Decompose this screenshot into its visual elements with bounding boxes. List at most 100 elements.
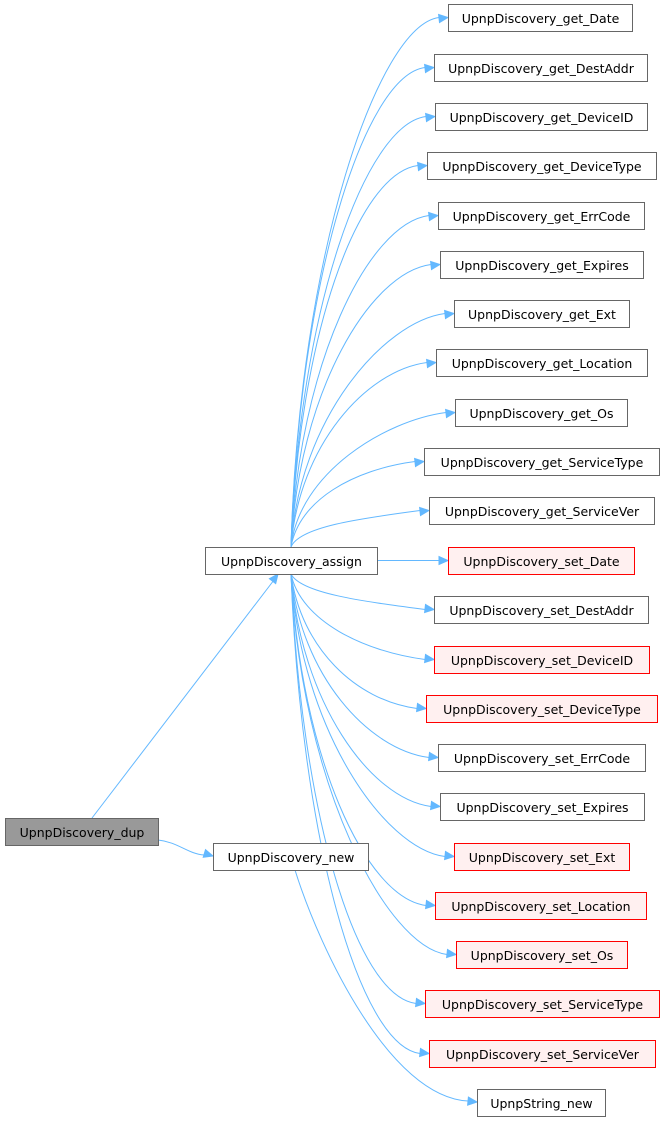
edge-assign-to-set-errcode-arrowhead [428, 751, 440, 762]
node-box [435, 892, 647, 920]
edge-assign-to-set-expires [290, 573, 432, 807]
node-get-deviceid[interactable]: UpnpDiscovery_get_DeviceID [435, 103, 648, 131]
edge-assign-to-set-destaddr-arrowhead [424, 603, 436, 614]
edge-assign-to-get-date-arrowhead [438, 13, 450, 24]
edge-assign-to-set-ext [290, 573, 446, 857]
node-assign[interactable]: UpnpDiscovery_assign [205, 547, 378, 575]
edge-assign-to-get-devicetype [290, 165, 419, 548]
node-set-expires[interactable]: UpnpDiscovery_set_Expires [440, 793, 645, 821]
node-label: UpnpDiscovery_get_ErrCode [453, 209, 631, 224]
edge-dup-to-assign [91, 579, 275, 819]
node-box [454, 843, 630, 871]
node-label: UpnpDiscovery_set_Location [451, 899, 630, 914]
node-box [477, 1089, 606, 1117]
node-label: UpnpDiscovery_set_Expires [456, 800, 628, 815]
node-get-ext[interactable]: UpnpDiscovery_get_Ext [454, 300, 630, 328]
edge-assign-to-get-servicetype-arrowhead [414, 457, 426, 468]
node-label: UpnpDiscovery_get_Expires [455, 258, 629, 273]
edge-assign-to-get-deviceid [290, 116, 427, 548]
node-box [454, 300, 630, 328]
edge-assign-to-set-expires-arrowhead [430, 800, 442, 811]
node-get-location[interactable]: UpnpDiscovery_get_Location [436, 349, 648, 377]
node-box [424, 448, 660, 476]
node-label: UpnpDiscovery_get_DeviceID [450, 110, 634, 125]
node-label: UpnpDiscovery_dup [20, 825, 145, 840]
node-box [434, 646, 650, 674]
edge-assign-to-get-deviceid-arrowhead [425, 112, 437, 123]
node-label: UpnpDiscovery_get_Ext [468, 307, 616, 322]
edge-assign-to-get-errcode [290, 215, 430, 548]
node-box [438, 744, 646, 772]
edge-assign-to-get-ext [290, 313, 446, 548]
edge-assign-to-set-servicetype-arrowhead [415, 997, 427, 1008]
edge-assign-to-get-destaddr [290, 67, 426, 548]
node-box [205, 547, 378, 575]
node-label: UpnpString_new [490, 1096, 592, 1111]
node-get-os[interactable]: UpnpDiscovery_get_Os [455, 399, 628, 427]
edge-assign-to-set-deviceid [290, 573, 426, 660]
edge-assign-to-set-date-arrowhead [438, 555, 450, 566]
node-get-servicetype[interactable]: UpnpDiscovery_get_ServiceType [424, 448, 660, 476]
node-label: UpnpDiscovery_set_ServiceVer [446, 1047, 640, 1062]
node-set-errcode[interactable]: UpnpDiscovery_set_ErrCode [438, 744, 646, 772]
node-label: UpnpDiscovery_assign [221, 554, 362, 569]
edge-assign-to-get-servicetype [290, 461, 416, 548]
node-label: UpnpDiscovery_set_ErrCode [454, 751, 631, 766]
node-label: UpnpDiscovery_set_Os [471, 948, 614, 963]
node-set-servicetype[interactable]: UpnpDiscovery_set_ServiceType [425, 990, 660, 1018]
node-box [429, 497, 655, 525]
edge-assign-to-set-servicetype [290, 573, 417, 1004]
edge-assign-to-set-servicever [290, 573, 421, 1054]
edges-layer [91, 13, 479, 1106]
node-box [435, 103, 648, 131]
node-get-date[interactable]: UpnpDiscovery_get_Date [448, 4, 633, 32]
node-dup[interactable]: UpnpDiscovery_dup [5, 818, 159, 846]
node-set-destaddr[interactable]: UpnpDiscovery_set_DestAddr [434, 596, 649, 624]
node-set-ext[interactable]: UpnpDiscovery_set_Ext [454, 843, 630, 871]
edge-assign-to-set-os-arrowhead [446, 948, 458, 959]
node-set-date[interactable]: UpnpDiscovery_set_Date [448, 547, 635, 575]
node-get-destaddr[interactable]: UpnpDiscovery_get_DestAddr [434, 54, 648, 82]
edge-assign-to-get-date [290, 17, 440, 548]
edge-assign-to-get-ext-arrowhead [444, 309, 456, 320]
node-get-errcode[interactable]: UpnpDiscovery_get_ErrCode [438, 202, 645, 230]
edge-assign-to-get-location [290, 362, 428, 548]
edge-assign-to-set-ext-arrowhead [444, 850, 456, 861]
edge-assign-to-get-os [290, 412, 447, 548]
node-box [5, 818, 159, 846]
node-set-os[interactable]: UpnpDiscovery_set_Os [456, 941, 628, 969]
edge-assign-to-set-location [290, 573, 427, 906]
node-box [448, 4, 633, 32]
node-get-devicetype[interactable]: UpnpDiscovery_get_DeviceType [427, 152, 657, 180]
edge-assign-to-get-devicetype-arrowhead [417, 161, 429, 172]
node-box [427, 152, 657, 180]
node-set-devicetype[interactable]: UpnpDiscovery_set_DeviceType [426, 695, 658, 723]
node-box [434, 596, 649, 624]
node-label: UpnpDiscovery_set_DeviceID [451, 653, 633, 668]
node-new[interactable]: UpnpDiscovery_new [213, 843, 369, 871]
edge-assign-to-get-servicever [290, 510, 421, 548]
node-box [426, 695, 658, 723]
node-box [436, 349, 648, 377]
node-set-servicever[interactable]: UpnpDiscovery_set_ServiceVer [429, 1040, 656, 1068]
edge-assign-to-set-errcode [290, 573, 430, 758]
edge-assign-to-get-errcode-arrowhead [428, 211, 440, 222]
node-box [440, 793, 645, 821]
node-box [440, 251, 644, 279]
node-string-new[interactable]: UpnpString_new [477, 1089, 606, 1117]
node-label: UpnpDiscovery_set_DestAddr [449, 603, 634, 618]
edge-assign-to-get-destaddr-arrowhead [424, 63, 436, 74]
node-label: UpnpDiscovery_set_Ext [469, 850, 616, 865]
edge-dup-to-new-arrowhead [202, 848, 215, 858]
node-set-location[interactable]: UpnpDiscovery_set_Location [435, 892, 647, 920]
edge-assign-to-get-location-arrowhead [426, 358, 438, 369]
edge-assign-to-set-devicetype-arrowhead [416, 702, 428, 713]
node-get-servicever[interactable]: UpnpDiscovery_get_ServiceVer [429, 497, 655, 525]
edge-assign-to-set-os [290, 573, 448, 955]
node-box [213, 843, 369, 871]
node-set-deviceid[interactable]: UpnpDiscovery_set_DeviceID [434, 646, 650, 674]
node-box [456, 941, 628, 969]
node-label: UpnpDiscovery_set_DeviceType [443, 702, 641, 717]
node-get-expires[interactable]: UpnpDiscovery_get_Expires [440, 251, 644, 279]
